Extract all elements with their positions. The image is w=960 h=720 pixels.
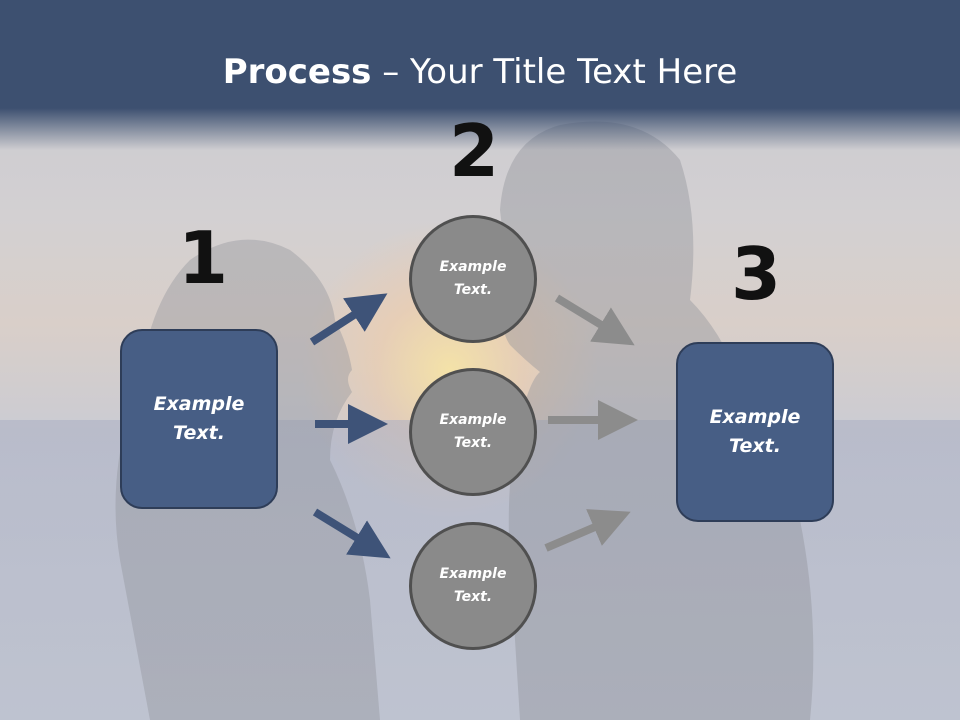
step-number-1: 1 [178, 216, 229, 300]
circle-1-line2: Text. [453, 282, 493, 298]
left-box-line2: Text. [173, 422, 225, 444]
arrow-from-circle-3 [544, 509, 631, 552]
arrow-to-circle-3 [312, 508, 391, 559]
title-bold: Process [222, 52, 372, 92]
step-number-2: 2 [449, 109, 500, 193]
header-bar [0, 0, 960, 150]
left-box-line1: Example [153, 393, 245, 415]
title-rest: – Your Title Text Here [371, 52, 738, 92]
arrow-to-circle-1 [309, 293, 388, 346]
circle-2-line1: Example [439, 412, 507, 428]
slide-title: Process – Your Title Text Here [0, 52, 960, 92]
right-box-line1: Example [709, 406, 801, 428]
circle-2-line2: Text. [453, 435, 493, 451]
circle-3-line2: Text. [453, 589, 493, 605]
step-number-3: 3 [731, 232, 782, 316]
right-box-line2: Text. [729, 435, 781, 457]
circle-3-line1: Example [439, 566, 507, 582]
circle-1-line1: Example [439, 259, 507, 275]
arrow-from-circle-1 [554, 294, 635, 346]
